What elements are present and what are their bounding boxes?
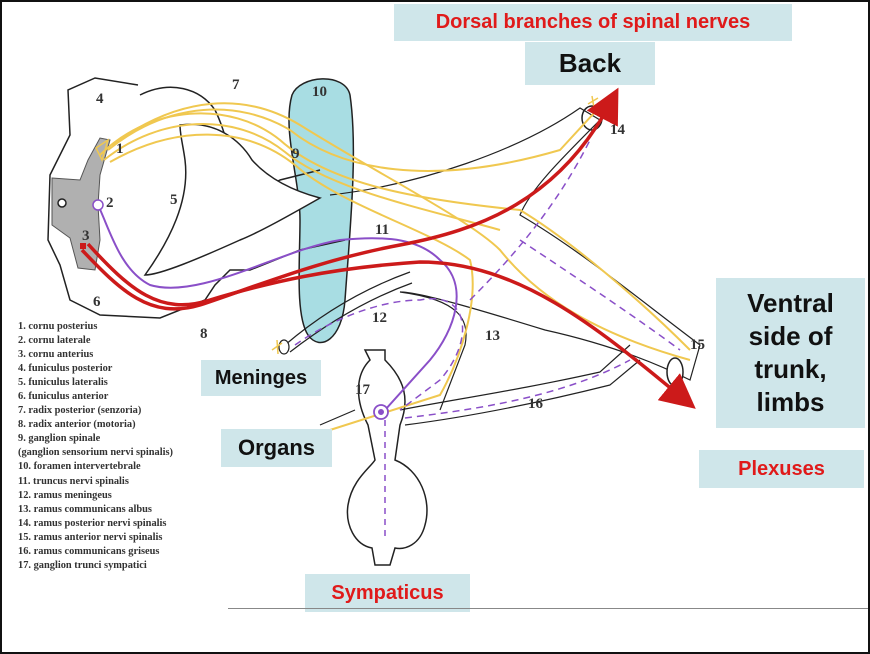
ramus-communicans-griseus (399, 344, 631, 411)
preganglionic-fibres (92, 199, 458, 420)
legend-item: 13. ramus communicans albus (18, 503, 152, 515)
svg-text:16: 16 (528, 396, 544, 412)
legend-item: 10. foramen intervertebrale (18, 461, 141, 473)
legend-item: 8. radix anterior (motoria) (18, 419, 136, 431)
structure-numbers: 1 2 3 4 5 6 7 8 9 10 11 12 13 14 15 16 1… (82, 77, 705, 412)
svg-text:14: 14 (610, 122, 626, 138)
legend-item: 3. cornu anterius (18, 349, 94, 361)
legend-list: 1. cornu posterius 2. cornu laterale 3. … (18, 320, 228, 573)
svg-text:4: 4 (96, 91, 104, 107)
legend-item: 4. funiculus posterior (18, 363, 113, 375)
label-organs: Organs (221, 429, 332, 467)
nerve-trunk-upper (329, 107, 701, 411)
legend-item: 6. funiculus anterior (18, 391, 109, 403)
svg-text:7: 7 (232, 77, 240, 93)
motor-fibres (80, 87, 696, 409)
svg-text:11: 11 (375, 222, 389, 238)
label-back: Back (525, 42, 655, 85)
svg-text:8: 8 (200, 326, 208, 342)
legend-item: 17. ganglion trunci sympatici (18, 559, 147, 571)
legend-item: 16. ramus communicans griseus (18, 545, 160, 557)
label-dorsal-branches: Dorsal branches of spinal nerves (394, 4, 792, 41)
svg-text:17: 17 (355, 382, 371, 398)
svg-text:15: 15 (690, 337, 705, 353)
label-plexuses: Plexuses (699, 450, 864, 488)
svg-text:10: 10 (312, 84, 327, 100)
legend-item: 12. ramus meningeus (18, 489, 112, 501)
legend-item: 14. ramus posterior nervi spinalis (18, 517, 167, 529)
label-ventral-side: Ventral side of trunk, limbs (716, 278, 865, 428)
svg-text:3: 3 (82, 228, 90, 244)
svg-text:12: 12 (372, 310, 387, 326)
legend-item: 15. ramus anterior nervi spinalis (18, 531, 163, 543)
svg-text:2: 2 (106, 195, 114, 211)
svg-text:5: 5 (170, 192, 178, 208)
svg-text:13: 13 (485, 328, 500, 344)
legend-item: 5. funiculus lateralis (18, 377, 108, 389)
legend-item: 7. radix posterior (senzoria) (18, 405, 142, 417)
label-sympaticus: Sympaticus (305, 574, 470, 612)
legend-item: 9. ganglion spinale (18, 433, 101, 445)
ramus-meningeus (284, 271, 413, 353)
legend-item: 1. cornu posterius (18, 321, 98, 332)
svg-text:1: 1 (116, 141, 124, 157)
postganglionic-dashed (294, 139, 681, 419)
ganglion-body (143, 123, 322, 276)
legend-item: (ganglion sensorium nervi spinalis) (18, 447, 174, 459)
svg-text:6: 6 (93, 294, 101, 310)
label-meninges: Meninges (201, 360, 321, 396)
central-canal (57, 198, 67, 208)
legend-item: 2. cornu laterale (18, 335, 91, 347)
bottom-divider (228, 608, 868, 609)
legend-item: 11. truncus nervi spinalis (18, 475, 129, 487)
sympathetic-ganglion (346, 349, 428, 566)
svg-text:9: 9 (292, 146, 300, 162)
